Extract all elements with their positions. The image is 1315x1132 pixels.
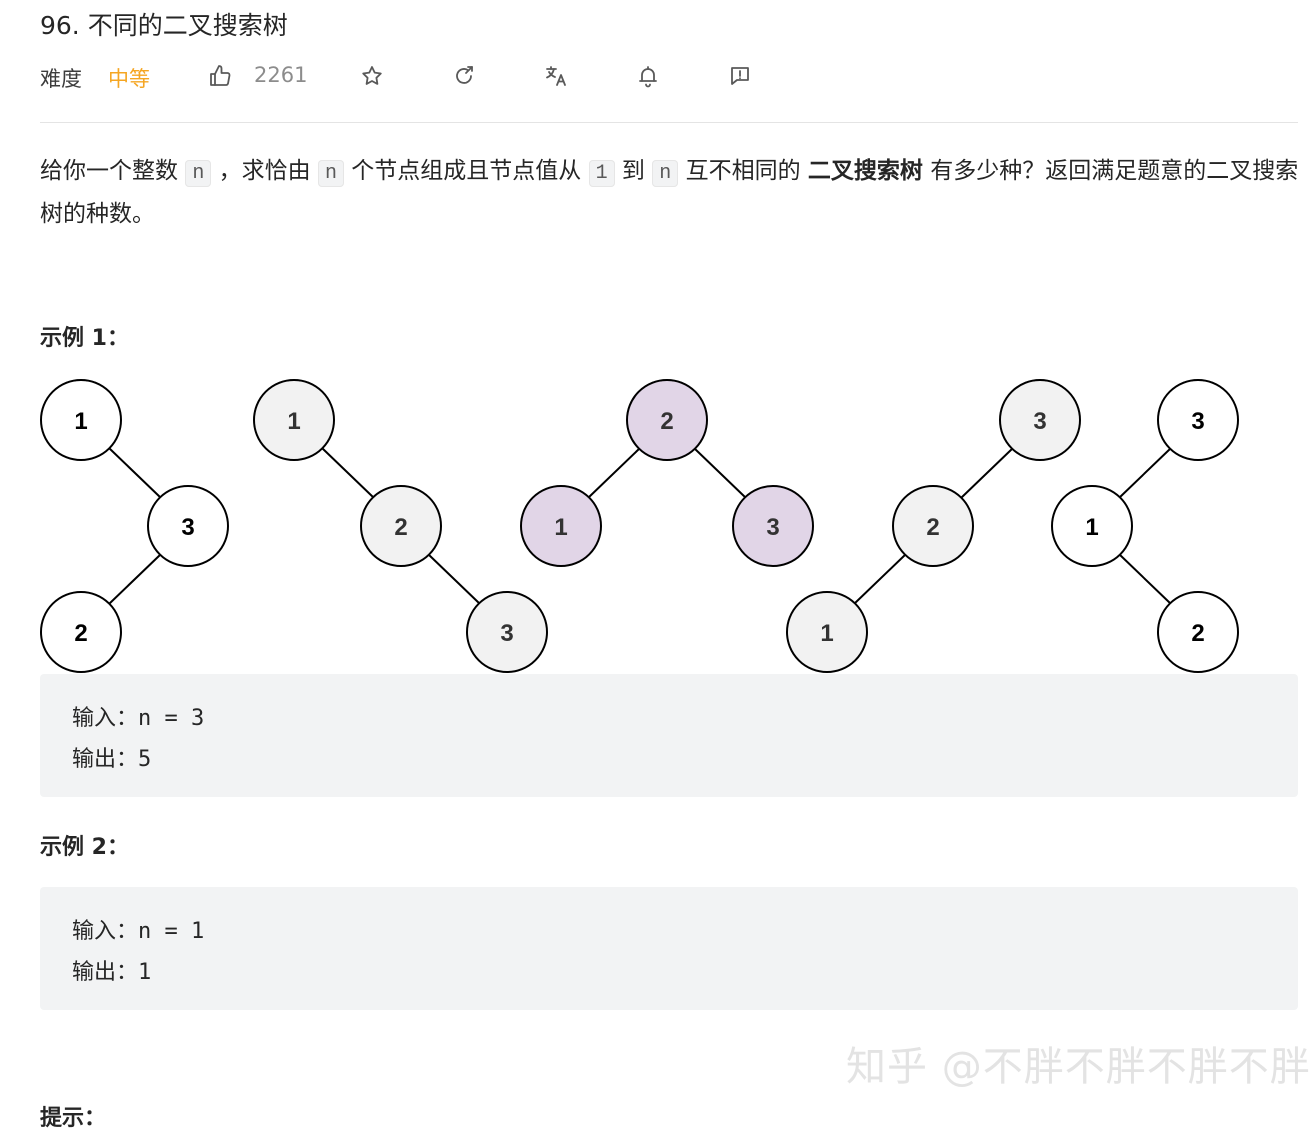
- tree-node: 1: [40, 379, 122, 461]
- desc-bold-term: 二叉搜索树: [807, 158, 923, 184]
- tree-node: 2: [892, 485, 974, 567]
- difficulty-badge: 中等: [108, 67, 150, 91]
- svg-text:3: 3: [1191, 408, 1204, 435]
- example-1-input: 输入：n = 3: [72, 706, 205, 731]
- tree-edge: [693, 447, 747, 499]
- tree-node: 3: [147, 485, 229, 567]
- svg-text:2: 2: [926, 514, 939, 541]
- tree-node: 3: [1157, 379, 1239, 461]
- svg-text:2: 2: [74, 620, 87, 647]
- hints-title: 提示：: [40, 1106, 107, 1131]
- tree-edges: [108, 447, 1172, 605]
- example-2-output: 输出：1: [72, 960, 152, 985]
- tree-node: 3: [466, 591, 548, 673]
- header-divider: [40, 122, 1298, 123]
- example-1-code: 输入：n = 3 输出：5: [40, 674, 1298, 797]
- svg-text:1: 1: [74, 408, 87, 435]
- desc-text-6: 有多少种？返回满足题意的二叉搜索树的种数。: [40, 158, 1299, 227]
- desc-text-1: 给你一个整数: [40, 158, 178, 184]
- desc-text-2: ，求恰由: [218, 158, 311, 184]
- tree-node: 1: [1051, 485, 1133, 567]
- code-n: n: [317, 160, 344, 187]
- code-n: n: [185, 160, 212, 187]
- feedback-icon[interactable]: [726, 62, 754, 90]
- tree-node: 2: [360, 485, 442, 567]
- tree-edge: [108, 553, 162, 605]
- tree-node: 1: [520, 485, 602, 567]
- tree-edge: [321, 447, 375, 499]
- code-1: 1: [588, 160, 615, 187]
- tree-node: 2: [1157, 591, 1239, 673]
- tree-node: 3: [999, 379, 1081, 461]
- svg-text:1: 1: [287, 408, 300, 435]
- example-2-title: 示例 2：: [40, 835, 129, 860]
- code-n: n: [652, 160, 679, 187]
- tree-edge: [1118, 447, 1172, 499]
- difficulty-label: 难度: [40, 67, 82, 91]
- desc-text-4: 到: [621, 158, 645, 184]
- tree-node: 1: [786, 591, 868, 673]
- bell-icon[interactable]: [634, 62, 662, 90]
- svg-text:1: 1: [1085, 514, 1098, 541]
- tree-node: 3: [732, 485, 814, 567]
- example-1-title: 示例 1：: [40, 326, 129, 351]
- svg-text:1: 1: [820, 620, 833, 647]
- watermark: 知乎 @不胖不胖不胖不胖: [846, 1044, 1311, 1090]
- tree-edge: [587, 447, 641, 499]
- svg-text:3: 3: [766, 514, 779, 541]
- svg-text:3: 3: [181, 514, 194, 541]
- problem-meta-bar: 难度 中等 2261: [40, 60, 800, 94]
- tree-node: 2: [40, 591, 122, 673]
- example-2-code: 输入：n = 1 输出：1: [40, 887, 1298, 1010]
- tree-edge: [108, 447, 162, 499]
- tree-node: 2: [626, 379, 708, 461]
- tree-edge: [853, 553, 907, 605]
- thumbs-up-icon[interactable]: [206, 62, 234, 90]
- svg-text:3: 3: [500, 620, 513, 647]
- problem-description: 给你一个整数 n ，求恰由 n 个节点组成且节点值从 1 到 n 互不相同的 二…: [40, 151, 1302, 234]
- like-count: 2261: [254, 63, 308, 87]
- svg-text:2: 2: [660, 408, 673, 435]
- tree-node: 1: [253, 379, 335, 461]
- svg-text:1: 1: [554, 514, 567, 541]
- problem-title: 96. 不同的二叉搜索树: [40, 11, 288, 40]
- desc-text-5: 互不相同的: [685, 158, 801, 184]
- translate-icon[interactable]: [542, 62, 570, 90]
- example-1-output: 输出：5: [72, 747, 152, 772]
- bst-diagram: 1 3 2 1 2 3 2 1: [40, 379, 1239, 673]
- svg-text:2: 2: [394, 514, 407, 541]
- tree-edge: [427, 553, 481, 605]
- svg-text:3: 3: [1033, 408, 1046, 435]
- example-2-input: 输入：n = 1: [72, 919, 205, 944]
- tree-edge: [1118, 553, 1172, 605]
- desc-text-3: 个节点组成且节点值从: [351, 158, 582, 184]
- refresh-icon[interactable]: [450, 62, 478, 90]
- tree-edge: [960, 447, 1014, 499]
- svg-text:2: 2: [1191, 620, 1204, 647]
- star-icon[interactable]: [358, 62, 386, 90]
